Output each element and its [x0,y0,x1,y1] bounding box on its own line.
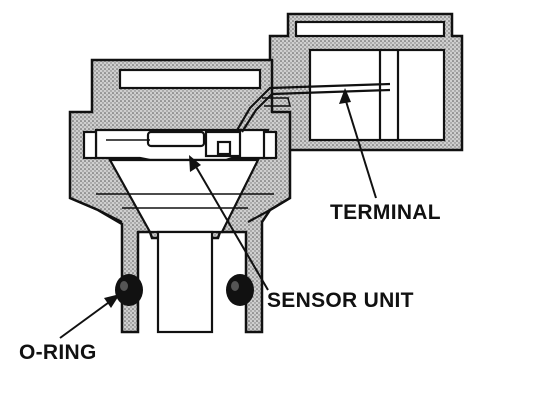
o-ring-seals [115,274,254,306]
sensor-unit-element [82,130,278,160]
terminal-label: TERMINAL [330,201,441,224]
connector-housing [268,12,464,152]
sensor-unit-leader [189,155,269,291]
terminal-leader [339,88,377,199]
o-ring-label: O-RING [19,341,97,364]
o-ring-leader [59,294,120,339]
sensor-unit-label: SENSOR UNIT [267,289,414,312]
sensor-body [68,58,292,334]
terminal-wire [235,82,391,133]
